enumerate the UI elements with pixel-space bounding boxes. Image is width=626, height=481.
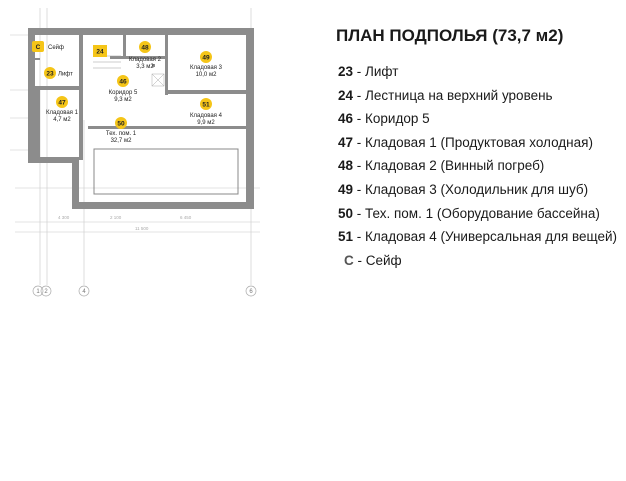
legend-text: - Кладовая 1 (Продуктовая холодная) [353,134,593,150]
legend-item: 49 - Кладовая 3 (Холодильник для шуб) [338,182,617,206]
inner-walls [35,35,246,160]
axis-label-1: 1 [36,289,40,295]
badge-23 [44,67,56,79]
svg-text:4 300: 4 300 [58,215,70,220]
badge-50 [115,117,127,129]
axis-label-2: 2 [44,289,48,295]
svg-text:47: 47 [58,100,66,107]
legend-item: С - Сейф [338,253,617,277]
label-r46-area: 9,3 м2 [114,97,132,103]
legend-text: - Кладовая 3 (Холодильник для шуб) [353,181,589,197]
svg-text:48: 48 [141,45,149,52]
svg-text:49: 49 [202,55,210,62]
badge-47 [56,96,68,108]
badge-51 [200,98,212,110]
badge-safe-text: С [36,44,41,51]
axis-circle-2 [40,285,52,297]
legend-item: 23 - Лифт [338,64,617,88]
legend-item: 50 - Тех. пом. 1 (Оборудование бассейна) [338,206,617,230]
label-r51-area: 9,9 м2 [197,120,215,126]
legend-number: 50 [338,205,354,221]
svg-text:51: 51 [202,102,210,109]
label-r48-area: 3,3 м2 [136,64,154,70]
legend-text: - Сейф [353,252,402,268]
axis-circle-6 [245,285,257,297]
legend-text: - Тех. пом. 1 (Оборудование бассейна) [353,205,600,221]
svg-text:11 500: 11 500 [135,226,149,231]
badge-safe [32,41,44,52]
shaft-box [151,73,165,87]
label-r47-area: 4,7 м2 [53,117,71,123]
svg-text:50: 50 [117,121,125,128]
legend-number: 24 [338,87,354,103]
legend-number: 47 [338,134,354,150]
svg-text:6 450: 6 450 [180,215,192,220]
legend-text: - Лестница на верхний уровень [353,87,553,103]
label-r49-name: Кладовая 3 [190,65,223,71]
badge-24 [93,45,107,57]
legend-item: 47 - Кладовая 1 (Продуктовая холодная) [338,135,617,159]
legend-number: 49 [338,181,354,197]
badge-46 [117,75,129,87]
badge-49 [200,51,212,63]
legend-text: - Лифт [353,64,399,79]
legend-item: 51 - Кладовая 4 (Универсальная для вещей… [338,229,617,253]
label-r47-name: Кладовая 1 [46,110,79,116]
axis-label-4: 4 [82,289,86,295]
label-r51-name: Кладовая 4 [190,113,223,119]
axis-markers [32,285,257,297]
label-r48-name: Кладовая 2 [129,57,162,63]
legend-number: 51 [338,229,354,245]
legend-text: - Кладовая 2 (Винный погреб) [353,158,545,174]
legend-number: 46 [338,111,354,127]
legend-text: - Кладовая 4 (Универсальная для вещей) [353,229,618,245]
label-lift: Лифт [58,72,73,78]
svg-text:23: 23 [46,71,54,78]
legend-item: 48 - Кладовая 2 (Винный погреб) [338,158,617,182]
legend-list: 23 - Лифт 24 - Лестница на верхний урове… [338,64,617,276]
axis-circle-4 [78,285,90,297]
legend-item: 24 - Лестница на верхний уровень [338,88,617,112]
axis-circle-1 [32,285,44,297]
legend-text: - Коридор 5 [353,111,430,127]
axis-label-6: 6 [249,289,253,295]
legend-number: 48 [338,158,354,174]
label-safe: Сейф [48,44,64,51]
label-r50-name: Тех. пом. 1 [106,131,137,137]
legend-number: 23 [338,64,354,79]
badge-48 [139,41,151,53]
pool-equipment-outline [93,148,239,195]
page-title: ПЛАН ПОДПОЛЬЯ (73,7 м2) [336,26,564,45]
legend-item: 46 - Коридор 5 [338,111,617,135]
label-r50-area: 32,7 м2 [111,138,132,144]
legend-number: С [344,252,354,268]
label-r49-area: 10,0 м2 [196,72,217,78]
svg-text:46: 46 [119,79,127,86]
svg-text:2 100: 2 100 [110,215,122,220]
label-r46-name: Коридор 5 [109,90,138,96]
svg-text:24: 24 [96,49,104,56]
